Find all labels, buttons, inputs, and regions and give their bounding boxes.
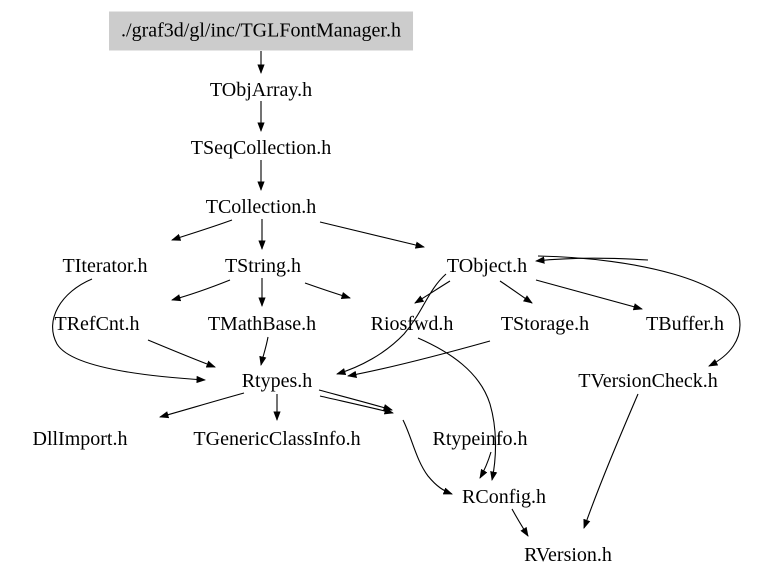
edge-tobject-tbuffer <box>535 279 643 311</box>
node-rconfig[interactable]: RConfig.h <box>462 486 546 508</box>
edge-rtypeinfo-rconfig <box>479 451 492 479</box>
edge-tstring-riosfwd <box>304 282 351 299</box>
node-tcollection[interactable]: TCollection.h <box>205 196 317 218</box>
node-tseqcollection[interactable]: TSeqCollection.h <box>190 137 332 159</box>
edge-tstring-trefcnt <box>171 279 231 302</box>
edge-riosfwd-rconfig <box>417 337 498 481</box>
edge-titerator-rtypes <box>52 278 206 384</box>
node-tmathbase[interactable]: TMathBase.h <box>207 313 317 335</box>
node-tgenericclassinfo[interactable]: TGenericClassInfo.h <box>193 428 361 450</box>
node-trefcnt[interactable]: TRefCnt.h <box>54 313 140 335</box>
node-rversion[interactable]: RVersion.h <box>524 544 612 566</box>
edge-rtypes-rtypeinfo-a <box>318 389 393 412</box>
edge-rtypes-rtypeinfo-b <box>319 395 394 415</box>
node-tstorage[interactable]: TStorage.h <box>500 313 590 335</box>
node-riosfwd[interactable]: Riosfwd.h <box>370 313 454 335</box>
node-tversioncheck[interactable]: TVersionCheck.h <box>578 370 718 392</box>
edge-tobject-riosfwd <box>414 280 451 304</box>
edge-tversioncheck-rversion <box>583 393 639 529</box>
edge-tstorage-rtypes <box>347 340 491 378</box>
edge-rconfig-rversion <box>511 508 529 537</box>
node-rtypeinfo[interactable]: Rtypeinfo.h <box>432 428 528 450</box>
node-titerator[interactable]: TIterator.h <box>62 255 148 277</box>
edge-rtypes-dllimport <box>159 392 245 419</box>
node-tobject[interactable]: TObject.h <box>446 255 528 277</box>
node-tstring[interactable]: TString.h <box>224 255 302 277</box>
edge-tmathbase-rtypes <box>259 336 269 366</box>
edge-tcollection-titerator <box>171 219 233 241</box>
node-tbuffer[interactable]: TBuffer.h <box>646 313 724 335</box>
node-tobjarray[interactable]: TObjArray.h <box>209 79 313 101</box>
edge-tobject-rtypes <box>336 273 447 375</box>
edge-tobject-tversioncheck <box>537 255 741 367</box>
edge-trefcnt-rtypes <box>147 339 216 368</box>
edge-tcollection-tobject <box>319 221 425 249</box>
node-dllimport[interactable]: DllImport.h <box>32 428 128 450</box>
edge-tobject-tstorage <box>499 280 533 304</box>
edge-rtypes-rconfig <box>402 419 453 495</box>
node-root-tglfontmanager[interactable]: ./graf3d/gl/inc/TGLFontManager.h <box>109 11 413 51</box>
node-rtypes[interactable]: Rtypes.h <box>241 370 313 392</box>
